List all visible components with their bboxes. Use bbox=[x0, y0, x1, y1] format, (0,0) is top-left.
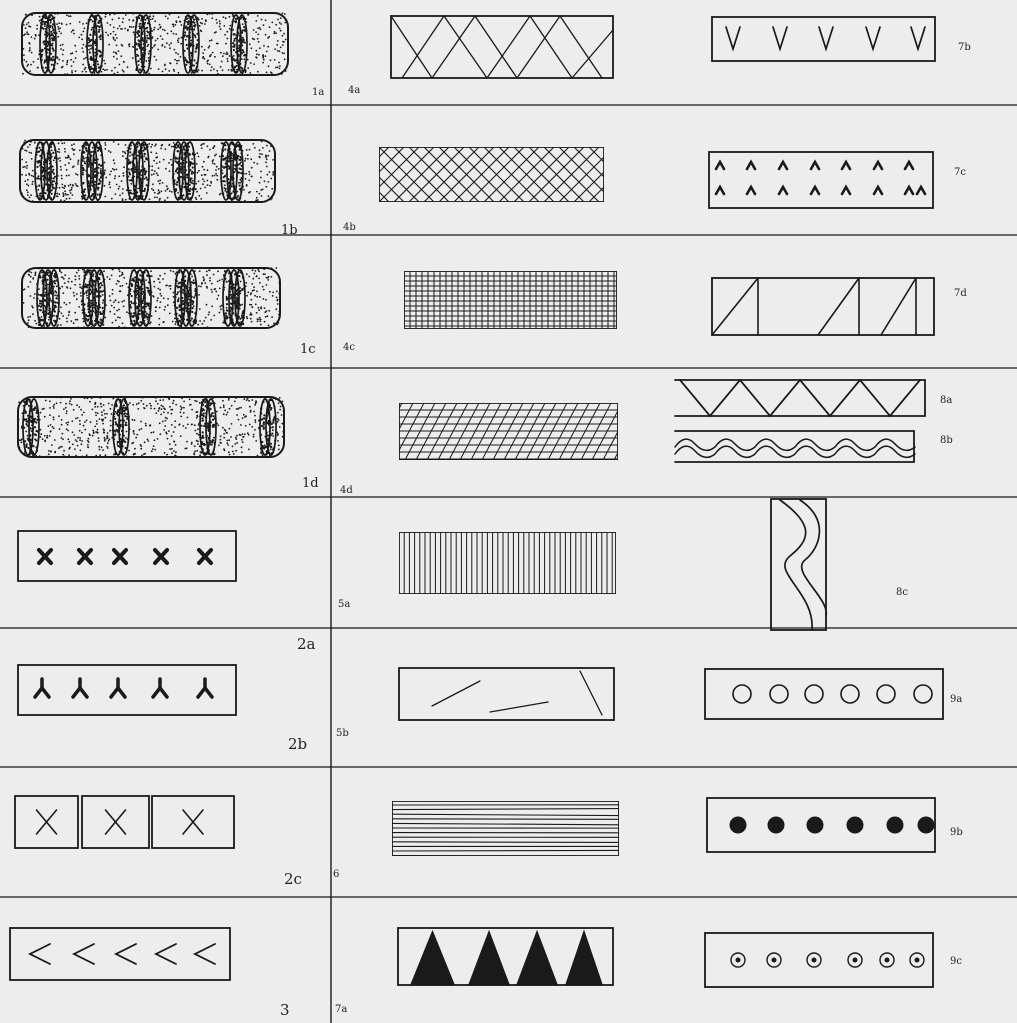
label-9b: 9b bbox=[950, 828, 963, 838]
motif-8a bbox=[675, 380, 925, 416]
motif-4a bbox=[391, 16, 613, 78]
motif-1a bbox=[21, 12, 288, 76]
motif-9a bbox=[705, 669, 943, 719]
label-1a: 1a bbox=[312, 88, 324, 98]
label-4d: 4d bbox=[340, 486, 353, 496]
motif-2a bbox=[18, 531, 236, 581]
motif-8c bbox=[771, 499, 826, 630]
label-7b: 7b bbox=[958, 43, 971, 53]
label-7c: 7c bbox=[954, 168, 966, 178]
label-6: 6 bbox=[333, 870, 339, 880]
label-9c: 9c bbox=[950, 957, 962, 967]
motif-7b bbox=[712, 17, 935, 61]
label-8b: 8b bbox=[940, 436, 953, 446]
motif-8b bbox=[675, 431, 915, 462]
label-8a: 8a bbox=[940, 396, 952, 406]
label-5a: 5a bbox=[338, 600, 350, 610]
label-3: 3 bbox=[280, 1003, 290, 1018]
label-4a: 4a bbox=[348, 86, 360, 96]
label-2b: 2b bbox=[288, 737, 307, 752]
motif-4b bbox=[319, 147, 659, 202]
label-9a: 9a bbox=[950, 695, 962, 705]
motif-1d bbox=[17, 396, 284, 458]
motif-2c bbox=[15, 796, 234, 848]
motif-1c bbox=[22, 267, 281, 329]
label-1b: 1b bbox=[281, 224, 298, 237]
motif-1b bbox=[20, 139, 276, 203]
motif-9c bbox=[705, 933, 933, 987]
label-2c: 2c bbox=[284, 872, 302, 887]
motif-9b bbox=[707, 798, 935, 852]
label-4b: 4b bbox=[343, 223, 356, 233]
motif-2b bbox=[18, 665, 236, 715]
label-2a: 2a bbox=[297, 637, 316, 652]
label-7d: 7d bbox=[954, 289, 967, 299]
motif-5b bbox=[399, 668, 614, 720]
label-5b: 5b bbox=[336, 729, 349, 739]
motif-5a bbox=[399, 532, 616, 594]
label-1c: 1c bbox=[300, 343, 316, 356]
label-4c: 4c bbox=[343, 343, 355, 353]
motif-4c bbox=[404, 271, 617, 329]
label-1d: 1d bbox=[302, 477, 319, 490]
motif-7a bbox=[398, 928, 613, 985]
label-8c: 8c bbox=[896, 588, 908, 598]
motif-7d bbox=[712, 278, 934, 335]
motif-6 bbox=[392, 801, 619, 857]
motif-7c bbox=[709, 152, 933, 208]
label-7a: 7a bbox=[335, 1005, 347, 1015]
motif-3 bbox=[10, 928, 230, 980]
motif-4d bbox=[339, 403, 666, 460]
